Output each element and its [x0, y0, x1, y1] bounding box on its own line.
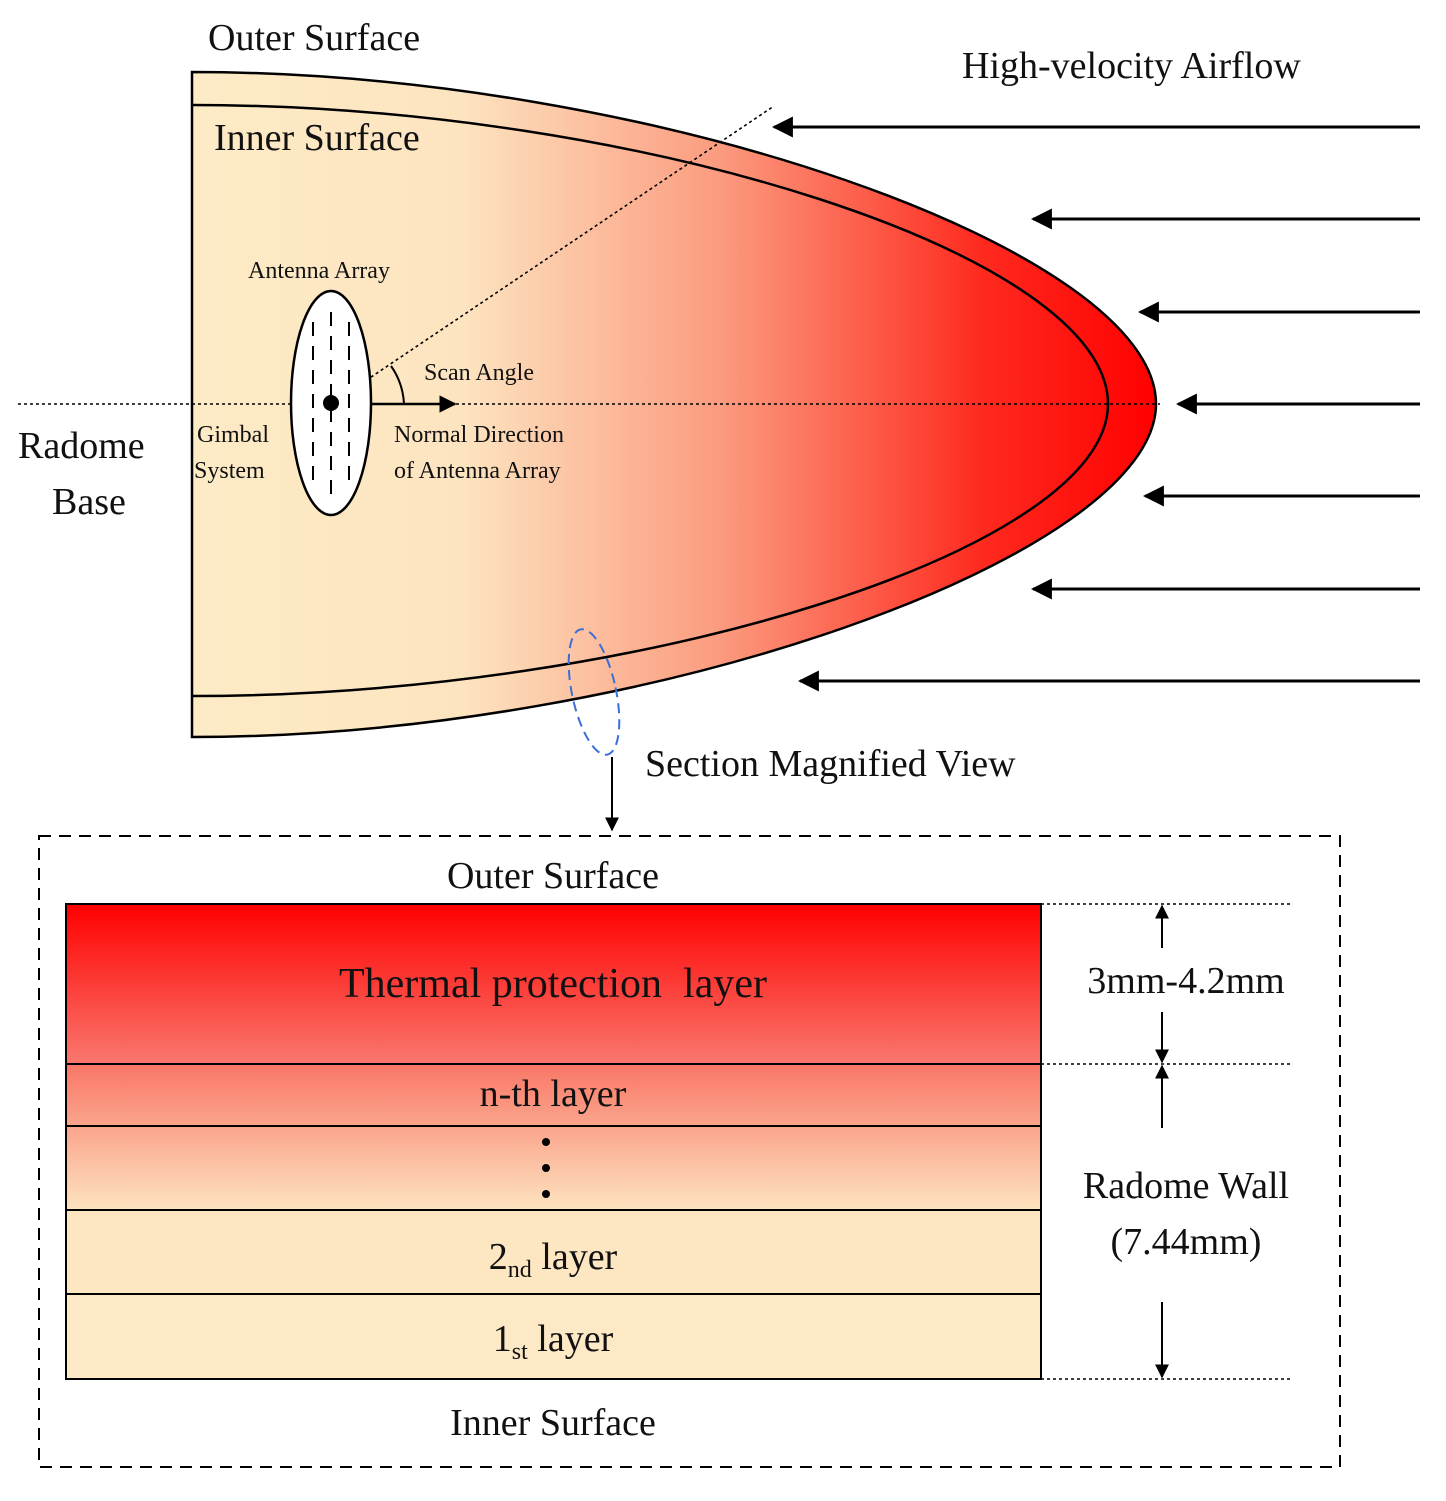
nth-layer — [65, 1063, 1042, 1127]
section-magnified-view-label: Section Magnified View — [645, 743, 1016, 785]
radome-wall-label-line1: Radome Wall — [1083, 1165, 1289, 1207]
scan-angle-label: Scan Angle — [424, 360, 534, 386]
gimbal-center-dot — [323, 395, 339, 411]
normal-direction-label-line1: Normal Direction — [394, 422, 564, 448]
gimbal-label-line1: Gimbal — [197, 422, 269, 448]
second-layer-label: 2nd layer — [489, 1236, 618, 1283]
gimbal-label-line2: System — [194, 458, 265, 484]
inner-surface-line — [191, 103, 1110, 698]
scan-angle-arc — [390, 365, 405, 405]
section-view-frame — [38, 835, 1341, 1468]
antenna-elements — [312, 312, 350, 496]
radome-wall-label-line2: (7.44mm) — [1111, 1221, 1262, 1263]
thermal-thickness-label: 3mm-4.2mm — [1087, 960, 1284, 1002]
thermal-protection-layer — [65, 903, 1042, 1065]
radome-base-label-line1: Radome — [18, 425, 145, 467]
outer-surface-label: Outer Surface — [208, 17, 420, 59]
radome-base-label-line2: Base — [52, 481, 126, 523]
ellipsis-dots — [542, 1138, 550, 1198]
airflow-arrows — [771, 116, 1420, 692]
airflow-label: High-velocity Airflow — [962, 45, 1301, 87]
first-layer-label: 1st layer — [493, 1318, 614, 1365]
thermal-layer-label: Thermal protection layer — [339, 961, 767, 1007]
intermediate-layers — [65, 1125, 1042, 1211]
inner-surface-label: Inner Surface — [214, 117, 420, 159]
section-highlight-ellipse — [567, 628, 621, 756]
second-layer — [65, 1209, 1042, 1295]
nth-layer-label: n-th layer — [480, 1073, 627, 1115]
section-inner-surface-label: Inner Surface — [450, 1402, 656, 1444]
first-layer — [65, 1293, 1042, 1380]
section-outer-surface-label: Outer Surface — [447, 855, 659, 897]
antenna-array-label: Antenna Array — [248, 258, 390, 284]
normal-direction-label-line2: of Antenna Array — [394, 458, 561, 484]
scan-direction-line — [330, 105, 775, 405]
